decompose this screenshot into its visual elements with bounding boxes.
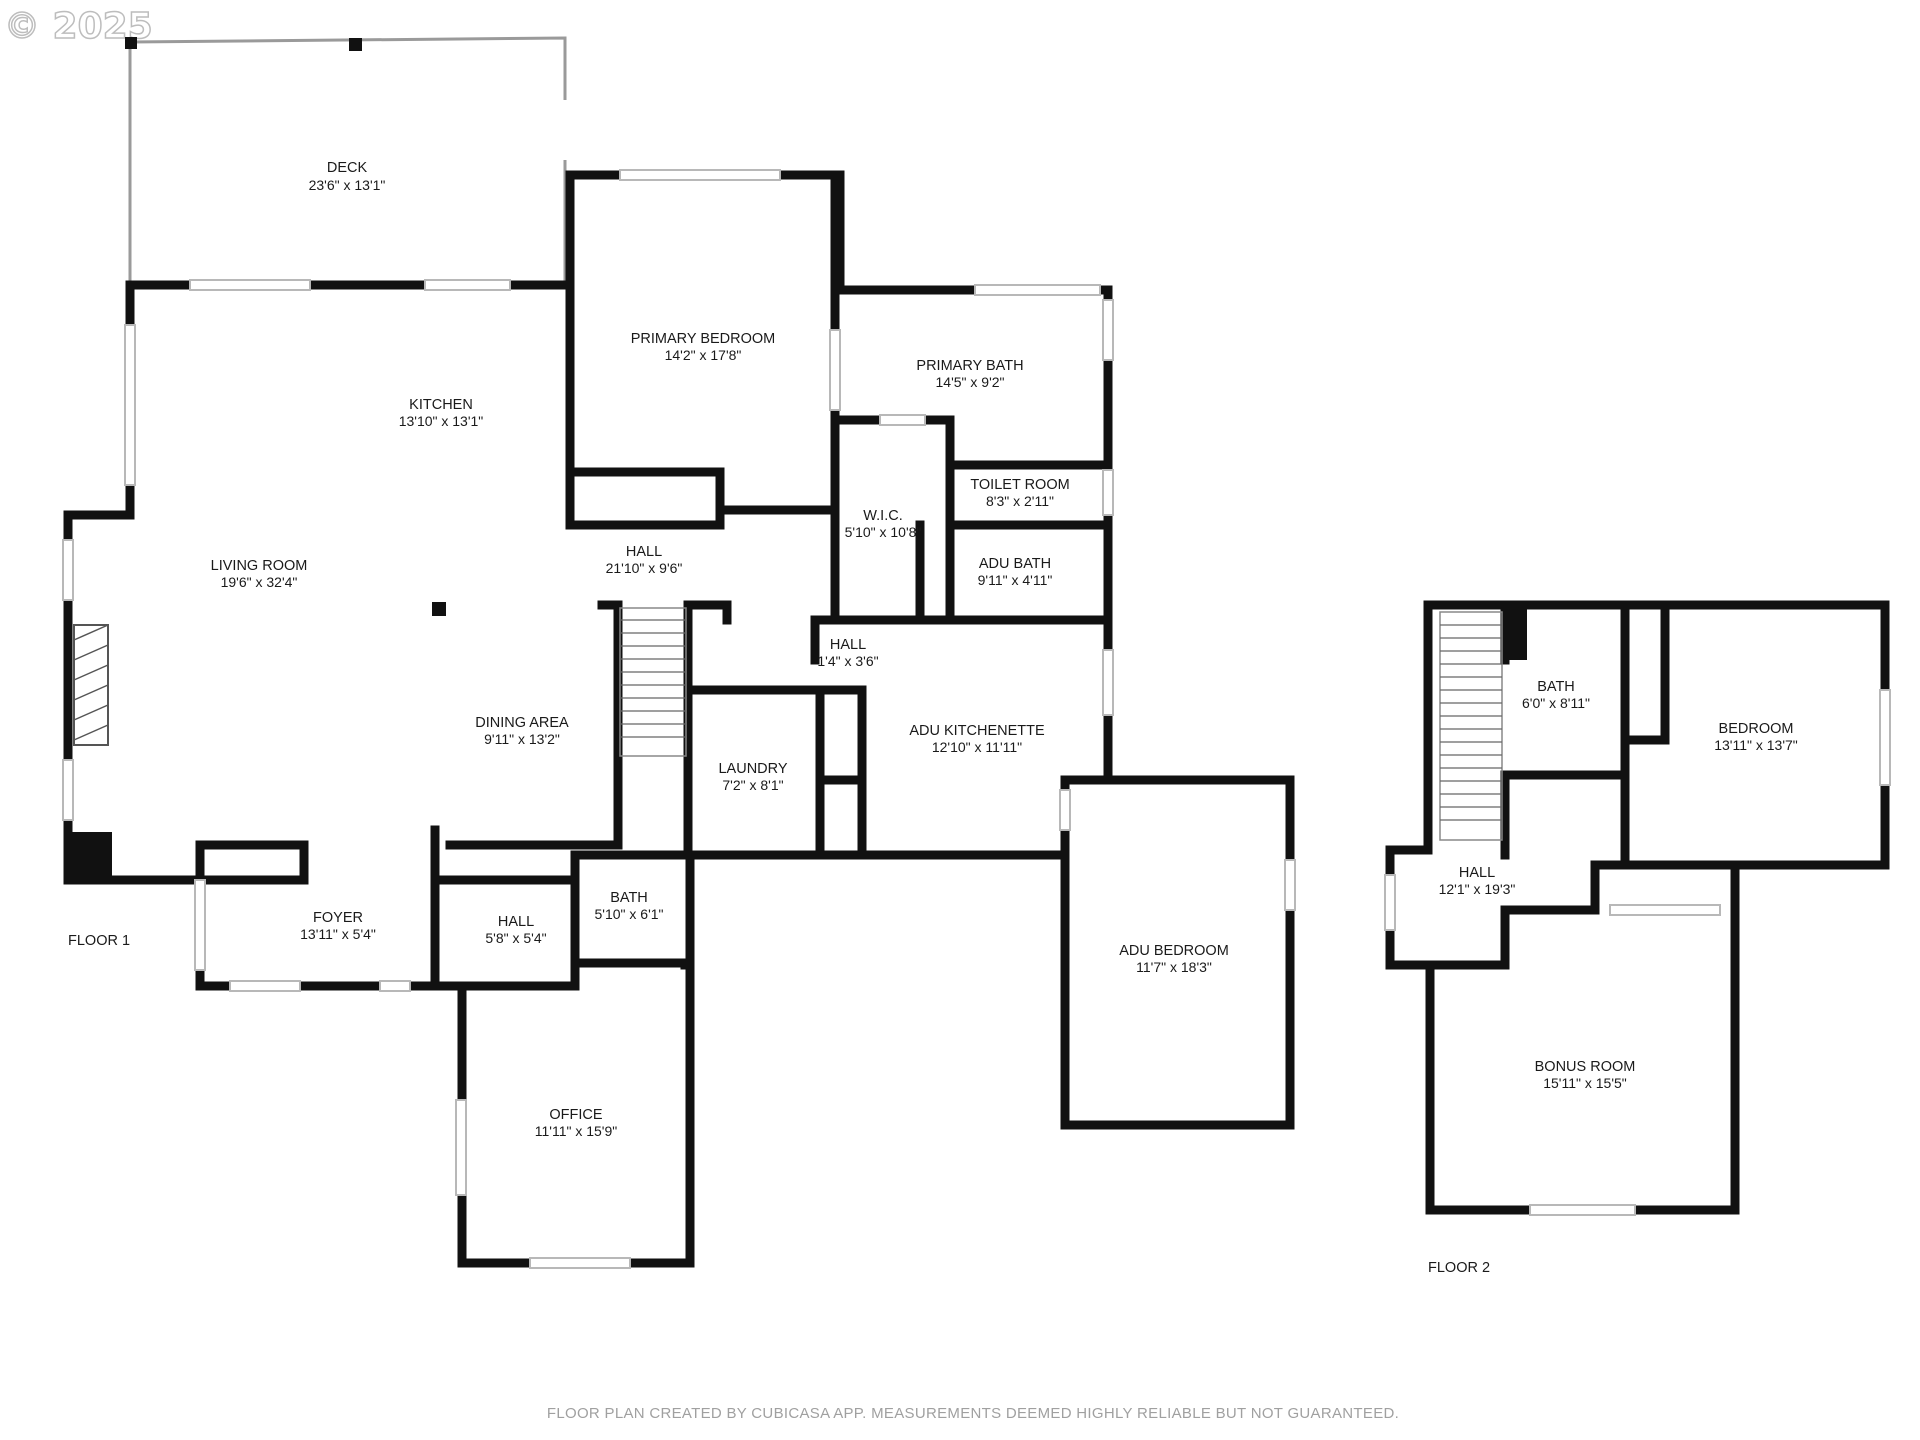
hall-main-label: HALL — [626, 544, 662, 560]
hall-foyer-label: HALL — [498, 914, 534, 930]
wic-label: W.I.C. — [863, 508, 902, 524]
living-room-label: LIVING ROOM — [211, 558, 308, 574]
primary-bath-dims: 14'5" x 9'2" — [936, 374, 1005, 390]
hall-small-dims: 1'4" x 3'6" — [817, 653, 878, 669]
deck-label: DECK — [327, 160, 368, 176]
hall-small-label: HALL — [830, 637, 866, 653]
laundry-label: LAUNDRY — [718, 761, 787, 777]
foyer-label: FOYER — [313, 910, 363, 926]
office-dims: 11'11" x 15'9" — [535, 1123, 618, 1139]
adu-kitchenette-label: ADU KITCHENETTE — [909, 723, 1045, 739]
toilet-room-label: TOILET ROOM — [970, 477, 1069, 493]
bedroom-floor2-dims: 13'11" x 13'7" — [1714, 737, 1798, 753]
hall-floor2-label: HALL — [1459, 865, 1495, 881]
wic-dims: 5'10" x 10'8" — [845, 524, 922, 540]
living-room-dims: 19'6" x 32'4" — [221, 574, 298, 590]
disclaimer-footer: FLOOR PLAN CREATED BY CUBICASA APP. MEAS… — [547, 1405, 1399, 1422]
hall-main-dims: 21'10" x 9'6" — [606, 560, 683, 576]
foyer-dims: 13'11" x 5'4" — [300, 926, 376, 942]
adu-bedroom-label: ADU BEDROOM — [1119, 943, 1229, 959]
office-label: OFFICE — [549, 1107, 602, 1123]
bath-floor1-label: BATH — [610, 890, 648, 906]
adu-bath-dims: 9'11" x 4'11" — [978, 572, 1053, 588]
bedroom-floor2-label: BEDROOM — [1719, 721, 1794, 737]
laundry-dims: 7'2" x 8'1" — [722, 777, 783, 793]
floor-1-label: FLOOR 1 — [68, 933, 130, 949]
bonus-room-label: BONUS ROOM — [1535, 1059, 1636, 1075]
bath-floor1-dims: 5'10" x 6'1" — [595, 906, 664, 922]
kitchen-label: KITCHEN — [409, 397, 473, 413]
dining-area-label: DINING AREA — [475, 715, 569, 731]
primary-bedroom-label: PRIMARY BEDROOM — [631, 331, 776, 347]
adu-kitchenette-dims: 12'10" x 11'11" — [932, 739, 1022, 755]
toilet-room-dims: 8'3" x 2'11" — [986, 493, 1054, 509]
floor-1-walls — [62, 36, 1296, 1269]
floor-2-walls — [1384, 600, 1891, 1216]
bath-floor2-dims: 6'0" x 8'11" — [1522, 695, 1590, 711]
primary-bath-label: PRIMARY BATH — [916, 358, 1023, 374]
kitchen-dims: 13'10" x 13'1" — [399, 413, 484, 429]
bath-floor2-label: BATH — [1537, 679, 1575, 695]
primary-bedroom-dims: 14'2" x 17'8" — [665, 347, 742, 363]
dining-area-dims: 9'11" x 13'2" — [484, 731, 560, 747]
room-labels: DECK 23'6" x 13'1" PRIMARY BEDROOM 14'2"… — [211, 160, 1798, 1139]
hall-foyer-dims: 5'8" x 5'4" — [485, 930, 546, 946]
deck-dims: 23'6" x 13'1" — [309, 177, 386, 193]
copyright-watermark: © 2025 — [4, 6, 153, 47]
adu-bath-label: ADU BATH — [979, 556, 1051, 572]
adu-bedroom-dims: 11'7" x 18'3" — [1136, 959, 1212, 975]
bonus-room-dims: 15'11" x 15'5" — [1543, 1075, 1627, 1091]
floor-2-label: FLOOR 2 — [1428, 1260, 1490, 1276]
hall-floor2-dims: 12'1" x 19'3" — [1439, 881, 1516, 897]
